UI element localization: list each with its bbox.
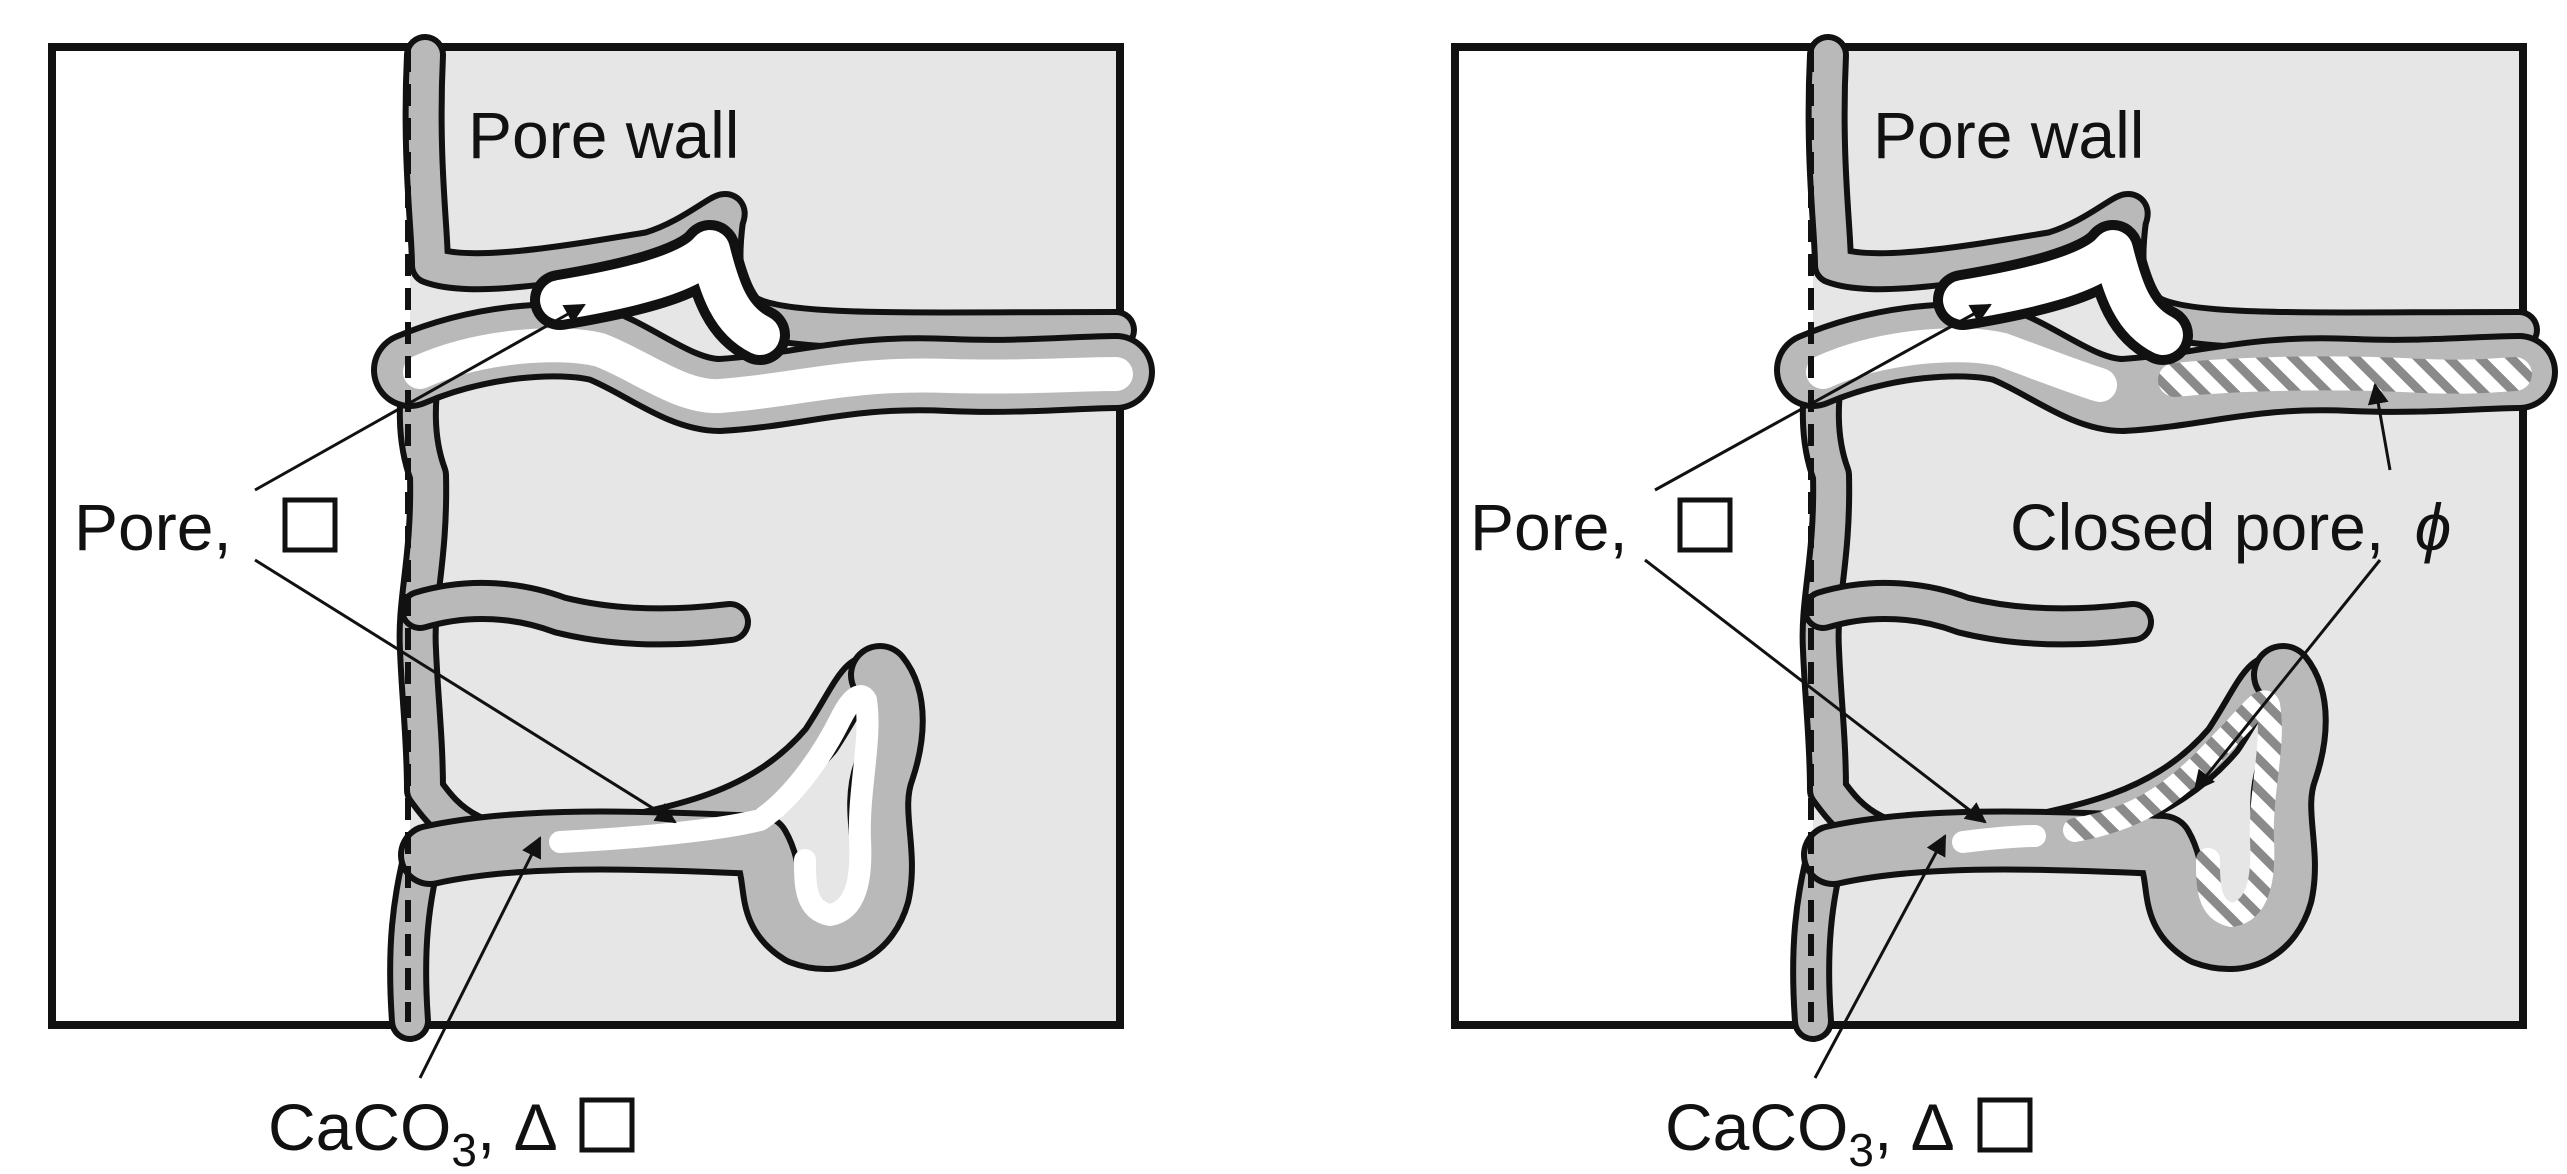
arrow-pore-lower	[254, 558, 677, 824]
caco3-label: CaCO3, Δ	[1665, 1090, 2033, 1174]
open-pore-small	[1952, 825, 2046, 853]
closed-pore-label: Closed pore, ϕ	[2010, 490, 2451, 564]
arrow-pore-upper	[254, 303, 586, 492]
arrow-caco3	[1813, 834, 1947, 1079]
arrow-pore-lower	[1644, 558, 1987, 824]
pore-channels	[1774, 34, 2558, 1042]
panel-left: Pore wall Pore, CaCO3, Δ	[48, 34, 1155, 1174]
caco3-symbol-box	[579, 1097, 635, 1153]
annotation-arrows	[1644, 303, 2392, 1079]
annotation-arrows	[254, 303, 677, 1079]
pore-wall-label: Pore wall	[468, 98, 739, 172]
caco3-label-sub: 3	[1848, 1124, 1874, 1174]
svg-text:CaCO3, Δ: CaCO3, Δ	[1665, 1090, 1955, 1174]
pore-symbol-box	[1677, 497, 1733, 553]
pore-label: Pore,	[74, 490, 232, 564]
pore-label: Pore,	[1470, 490, 1628, 564]
closed-pore-label-text: Closed pore,	[2010, 490, 2384, 564]
caco3-label-suffix: , Δ	[1874, 1090, 1955, 1164]
panel-right: Pore wall Pore, Closed pore, ϕ CaCO3, Δ	[1451, 34, 2558, 1174]
arrow-pore-upper	[1654, 303, 1992, 492]
caco3-label-suffix: , Δ	[477, 1090, 558, 1164]
pore-channels	[371, 34, 1155, 1042]
closed-pore-symbol: ϕ	[2415, 490, 2452, 564]
closed-pore-upper	[2158, 356, 2532, 397]
svg-text:CaCO3, Δ: CaCO3, Δ	[268, 1090, 558, 1174]
caco3-label-main: CaCO	[268, 1090, 451, 1164]
caco3-symbol-box	[1977, 1097, 2033, 1153]
arrow-caco3	[418, 836, 542, 1079]
svg-text:Closed pore, ϕ: Closed pore, ϕ	[2010, 490, 2451, 564]
arrow-closed-pore-lower	[2193, 559, 2382, 792]
caco3-label-sub: 3	[451, 1124, 477, 1174]
caco3-label-main: CaCO	[1665, 1090, 1848, 1164]
caco3-label: CaCO3, Δ	[268, 1090, 635, 1174]
closed-pore-lower	[2063, 690, 2282, 927]
pore-wall-label: Pore wall	[1873, 98, 2144, 172]
arrow-closed-pore-upper	[2367, 382, 2392, 471]
pore-symbol-box	[282, 497, 338, 553]
